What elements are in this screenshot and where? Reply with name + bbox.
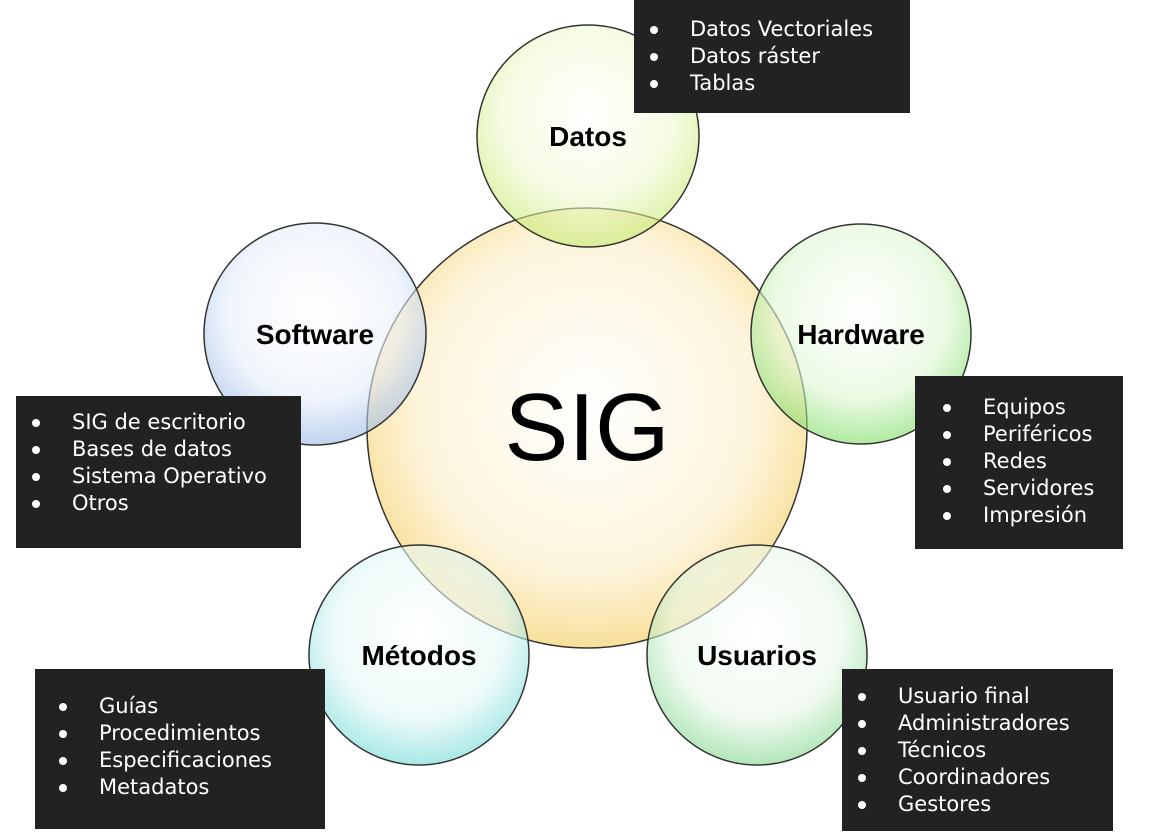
list-item: Redes <box>933 448 1123 475</box>
list-item: Guías <box>49 693 325 720</box>
list-item: Sistema Operativo <box>22 463 301 490</box>
software-items-box: SIG de escritorio Bases de datos Sistema… <box>16 396 301 548</box>
label-usuarios: Usuarios <box>697 640 817 671</box>
list-item: Bases de datos <box>22 436 301 463</box>
datos-items-box: Datos Vectoriales Datos ráster Tablas <box>634 0 910 113</box>
list-item: Administradores <box>848 710 1113 737</box>
list-item: Otros <box>22 490 301 517</box>
list-item: Servidores <box>933 475 1123 502</box>
list-item: Datos Vectoriales <box>640 16 910 43</box>
center-label: SIG <box>504 374 669 481</box>
hardware-items-box: Equipos Periféricos Redes Servidores Imp… <box>915 376 1123 549</box>
label-hardware: Hardware <box>797 319 925 350</box>
circle-metodos <box>308 544 530 766</box>
label-software: Software <box>256 319 374 350</box>
circle-usuarios <box>646 544 868 766</box>
circle-software <box>203 222 427 446</box>
list-item: SIG de escritorio <box>22 409 301 436</box>
list-item: Tablas <box>640 70 910 97</box>
list-item: Periféricos <box>933 421 1123 448</box>
list-item: Metadatos <box>49 774 325 801</box>
usuarios-items-box: Usuario final Administradores Técnicos C… <box>842 669 1113 831</box>
metodos-items-box: Guías Procedimientos Especificaciones Me… <box>35 669 325 829</box>
list-item: Procedimientos <box>49 720 325 747</box>
label-datos: Datos <box>549 121 627 152</box>
list-item: Gestores <box>848 791 1113 818</box>
list-item: Técnicos <box>848 737 1113 764</box>
list-item: Impresión <box>933 502 1123 529</box>
list-item: Datos ráster <box>640 43 910 70</box>
list-item: Especificaciones <box>49 747 325 774</box>
list-item: Usuario final <box>848 683 1113 710</box>
label-metodos: Métodos <box>361 640 476 671</box>
list-item: Coordinadores <box>848 764 1113 791</box>
list-item: Equipos <box>933 394 1123 421</box>
